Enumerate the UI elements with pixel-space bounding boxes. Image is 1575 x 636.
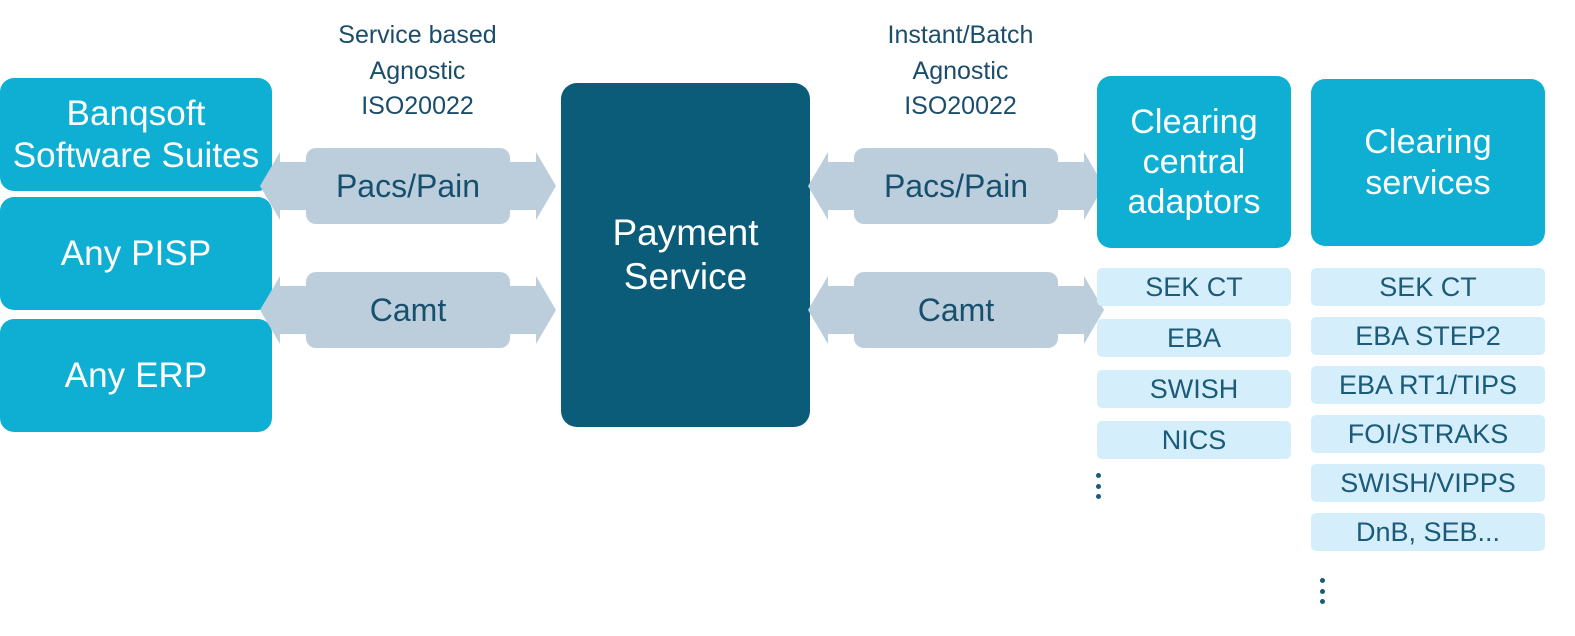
- service-item-sek-ct[interactable]: SEK CT: [1311, 268, 1545, 306]
- left-channel-caption: Service based Agnostic ISO20022: [338, 21, 497, 120]
- adaptor-item-nics-label: NICS: [1161, 424, 1227, 455]
- service-item-dnb-seb[interactable]: DnB, SEB...: [1311, 513, 1545, 551]
- adaptor-item-swish[interactable]: SWISH: [1097, 370, 1291, 408]
- source-box-banqsoft-label: Banqsoft Software Suites: [12, 94, 260, 175]
- service-item-swish-vipps-label: SWISH/VIPPS: [1340, 467, 1516, 498]
- source-box-any-pisp[interactable]: Any PISP: [0, 197, 272, 310]
- right-arrow-pacs-pain[interactable]: Pacs/Pain: [808, 148, 1104, 224]
- payment-service-label: Payment Service: [612, 211, 759, 297]
- service-item-foi-straks-label: FOI/STRAKS: [1347, 418, 1509, 449]
- payment-service-box[interactable]: Payment Service: [561, 83, 810, 427]
- left-arrow-pacs-pain[interactable]: Pacs/Pain: [260, 148, 556, 224]
- adaptor-item-sek-ct-label: SEK CT: [1145, 271, 1243, 302]
- adaptor-item-sek-ct[interactable]: SEK CT: [1097, 268, 1291, 306]
- right-arrow-camt[interactable]: Camt: [808, 272, 1104, 348]
- adaptor-item-eba[interactable]: EBA: [1097, 319, 1291, 357]
- clearing-services-header-label: Clearing services: [1364, 123, 1492, 202]
- clearing-services-header[interactable]: Clearing services: [1311, 79, 1545, 246]
- adaptor-item-eba-label: EBA: [1166, 322, 1222, 353]
- adaptor-item-swish-label: SWISH: [1149, 373, 1239, 404]
- service-item-foi-straks[interactable]: FOI/STRAKS: [1311, 415, 1545, 453]
- clearing-central-adaptors-header[interactable]: Clearing central adaptors: [1097, 76, 1291, 248]
- source-box-banqsoft[interactable]: Banqsoft Software Suites: [0, 78, 272, 191]
- services-more-ellipsis-icon: [1318, 578, 1326, 604]
- right-channel-caption: Instant/Batch Agnostic ISO20022: [887, 21, 1034, 120]
- service-item-eba-step2[interactable]: EBA STEP2: [1311, 317, 1545, 355]
- service-item-eba-rt1-tips[interactable]: EBA RT1/TIPS: [1311, 366, 1545, 404]
- service-item-swish-vipps[interactable]: SWISH/VIPPS: [1311, 464, 1545, 502]
- source-box-any-erp[interactable]: Any ERP: [0, 319, 272, 432]
- service-item-eba-rt1-tips-label: EBA RT1/TIPS: [1338, 369, 1518, 400]
- adaptors-more-ellipsis-icon: [1094, 473, 1102, 499]
- source-box-any-pisp-label: Any PISP: [60, 233, 212, 273]
- service-item-dnb-seb-label: DnB, SEB...: [1355, 516, 1501, 547]
- source-box-any-erp-label: Any ERP: [64, 355, 208, 395]
- left-arrow-camt[interactable]: Camt: [260, 272, 556, 348]
- adaptor-item-nics[interactable]: NICS: [1097, 421, 1291, 459]
- service-item-eba-step2-label: EBA STEP2: [1355, 320, 1501, 351]
- clearing-central-adaptors-header-label: Clearing central adaptors: [1127, 102, 1261, 222]
- service-item-sek-ct-label: SEK CT: [1379, 271, 1477, 302]
